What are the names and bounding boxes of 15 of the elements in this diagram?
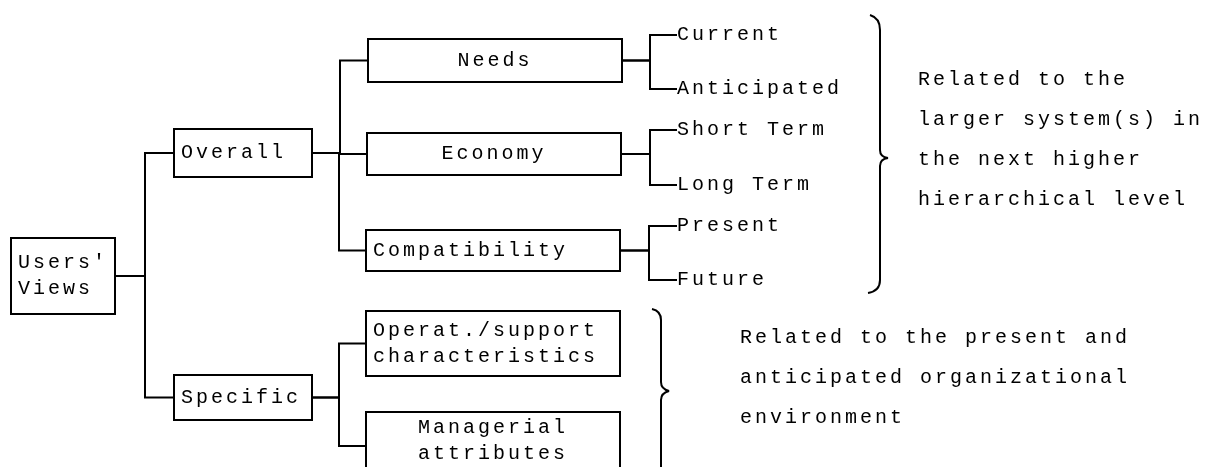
category-box: Overall	[173, 128, 313, 178]
category-box: Operat./support characteristics	[365, 310, 621, 377]
annotation-text: Related to the present and anticipated organizational environment	[740, 325, 1132, 431]
category-box: Compatibility	[365, 229, 621, 272]
category-box: Managerial attributes	[365, 411, 621, 467]
connector-line	[622, 59, 678, 90]
category-box: Economy	[366, 132, 622, 176]
connector-line	[621, 153, 678, 186]
connector-line	[312, 396, 366, 447]
category-box: Needs	[367, 38, 623, 83]
category-box: Specific	[173, 374, 313, 421]
connector-line	[620, 249, 678, 281]
connector-line	[312, 152, 366, 252]
category-box: Users' Views	[10, 237, 116, 315]
annotation-text: Related to the larger system(s) in the next higher hierarchical level	[918, 67, 1205, 213]
